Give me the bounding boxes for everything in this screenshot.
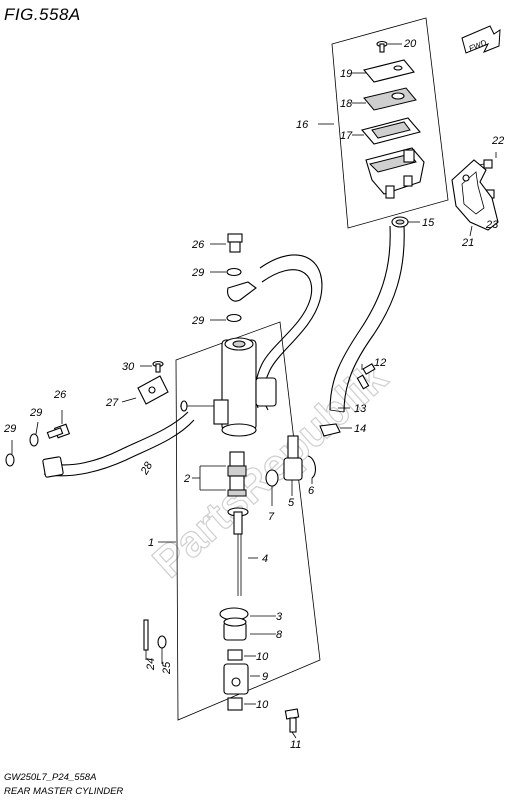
part-20-screw bbox=[376, 40, 388, 53]
part-29-washer-top-b bbox=[226, 313, 242, 323]
part-9-clevis bbox=[223, 663, 249, 695]
callout-29-top-b: 29 bbox=[191, 315, 204, 327]
part-15-clamp bbox=[391, 216, 409, 228]
callout-26-left: 26 bbox=[53, 389, 67, 401]
callout-30: 30 bbox=[122, 361, 135, 373]
part-12-screw bbox=[356, 363, 376, 390]
callout-3: 3 bbox=[276, 611, 283, 623]
callout-19: 19 bbox=[340, 68, 352, 80]
callout-1: 1 bbox=[148, 537, 154, 549]
part-11-pin bbox=[284, 708, 300, 733]
callout-26-top: 26 bbox=[191, 239, 205, 251]
callout-28: 28 bbox=[138, 459, 155, 477]
callout-16: 16 bbox=[296, 119, 309, 131]
callout-7: 7 bbox=[268, 511, 275, 523]
master-cylinder-frame bbox=[175, 321, 321, 721]
part-30-screw bbox=[152, 360, 164, 373]
callout-17: 17 bbox=[340, 130, 353, 142]
part-6-circlip bbox=[307, 455, 317, 479]
part-4-push-rod bbox=[227, 507, 249, 596]
part-25-washer bbox=[157, 635, 167, 649]
callout-22: 22 bbox=[491, 135, 504, 147]
callout-25: 25 bbox=[161, 661, 173, 675]
part-7-o-ring bbox=[265, 469, 279, 487]
callout-29-top-a: 29 bbox=[191, 267, 204, 279]
part-19-cap bbox=[363, 59, 415, 83]
callout-13: 13 bbox=[354, 403, 367, 415]
part-26-banjo-bolt-left bbox=[46, 423, 71, 439]
figure-title: FIG.558A bbox=[4, 5, 81, 24]
callout-10-top: 10 bbox=[256, 651, 269, 663]
part-29-washer-top-a bbox=[226, 267, 242, 277]
part-13-hose bbox=[329, 225, 391, 411]
reservoir-body bbox=[365, 147, 425, 199]
callout-27: 27 bbox=[105, 397, 119, 409]
diagram-caption: REAR MASTER CYLINDER bbox=[4, 786, 123, 797]
callout-2: 2 bbox=[183, 473, 190, 485]
part-21-bracket bbox=[451, 159, 499, 231]
callout-12: 12 bbox=[374, 357, 386, 369]
part-10-nut-bottom bbox=[227, 697, 243, 711]
callout-20: 20 bbox=[403, 38, 417, 50]
callout-4: 4 bbox=[262, 553, 268, 565]
callout-10-bottom: 10 bbox=[256, 699, 269, 711]
part-10-nut-top bbox=[227, 649, 243, 661]
part-26-banjo-bolt-top bbox=[227, 233, 243, 253]
callout-23: 23 bbox=[485, 219, 499, 231]
part-8-boot bbox=[223, 617, 247, 641]
part-29-washer-left-b bbox=[5, 453, 15, 467]
part-14-clamp bbox=[319, 423, 341, 437]
part-27-clamp bbox=[137, 375, 169, 405]
diagram-code: GW250L7_P24_558A bbox=[4, 772, 96, 783]
master-cylinder-body bbox=[180, 337, 277, 437]
callout-8: 8 bbox=[276, 629, 283, 641]
part-29-washer-left-a bbox=[29, 433, 39, 447]
callout-14: 14 bbox=[354, 423, 366, 435]
fwd-arrow-icon: FWD bbox=[461, 25, 501, 54]
callout-15: 15 bbox=[422, 217, 435, 229]
callout-9: 9 bbox=[262, 671, 268, 683]
part-18-plate bbox=[363, 87, 417, 111]
callout-18: 18 bbox=[340, 98, 353, 110]
part-28-lower-hose bbox=[43, 411, 189, 466]
banjo-fitting bbox=[227, 281, 257, 302]
callout-11: 11 bbox=[290, 739, 301, 751]
callout-24: 24 bbox=[145, 658, 157, 671]
part-2-piston-set bbox=[227, 451, 247, 497]
callout-5: 5 bbox=[288, 497, 295, 509]
callout-6: 6 bbox=[308, 485, 315, 497]
reservoir-group-frame bbox=[331, 17, 449, 229]
part-5-joint bbox=[283, 435, 303, 481]
callout-21: 21 bbox=[461, 237, 474, 249]
callout-29-left-a: 29 bbox=[29, 407, 42, 419]
part-24-cotter-pin bbox=[143, 619, 149, 651]
callout-29-left-b: 29 bbox=[3, 423, 16, 435]
